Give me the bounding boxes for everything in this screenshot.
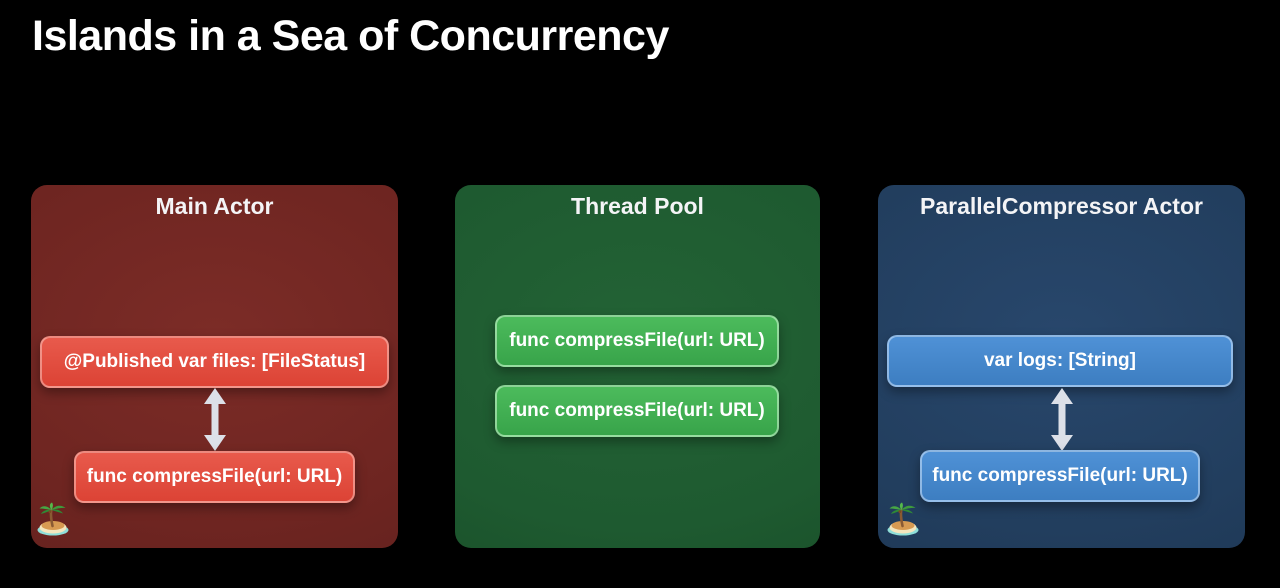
panel-thread-pool: Thread Pool func compressFile(url: URL) … <box>455 185 820 548</box>
member-published-files: @Published var files: [FileStatus] <box>40 336 389 388</box>
panel-title: ParallelCompressor Actor <box>920 193 1203 219</box>
desert-island-icon <box>887 502 919 536</box>
double-arrow-icon <box>1051 388 1073 451</box>
panel-title: Thread Pool <box>571 193 704 219</box>
double-arrow-icon <box>204 388 226 451</box>
member-compress-file: func compressFile(url: URL) <box>920 450 1200 502</box>
panel-main-actor: Main Actor @Published var files: [FileSt… <box>31 185 398 548</box>
slide-title: Islands in a Sea of Concurrency <box>32 12 669 60</box>
panel-title: Main Actor <box>155 193 274 219</box>
member-compress-file-1: func compressFile(url: URL) <box>495 315 779 367</box>
member-var-logs: var logs: [String] <box>887 335 1233 387</box>
panel-parallel-compressor: ParallelCompressor Actor var logs: [Stri… <box>878 185 1245 548</box>
member-compress-file: func compressFile(url: URL) <box>74 451 355 503</box>
desert-island-icon <box>37 502 69 536</box>
member-compress-file-2: func compressFile(url: URL) <box>495 385 779 437</box>
